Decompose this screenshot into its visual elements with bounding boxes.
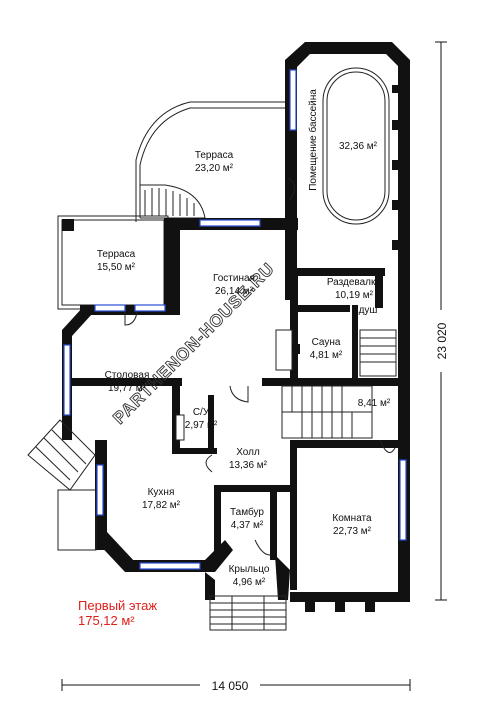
- room-name: Раздевалка: [327, 277, 382, 288]
- terrace-stairs: [144, 188, 195, 216]
- room-name: душ: [359, 305, 378, 316]
- window: [96, 464, 104, 516]
- internal-staircase: [281, 385, 373, 439]
- wall: [62, 306, 92, 336]
- window: [94, 304, 126, 312]
- room-area: 22,73 м²: [333, 526, 372, 537]
- porch-stairs: [209, 595, 287, 631]
- pool-basin-inner: [326, 71, 386, 221]
- wc-fixture: [175, 414, 185, 441]
- left-bay-stairs: [27, 419, 97, 551]
- room-area: 15,50 м²: [97, 262, 136, 273]
- wall: [270, 485, 277, 560]
- wall: [392, 240, 406, 250]
- room-name: Терраса: [195, 150, 234, 161]
- room-area: 4,81 м²: [310, 350, 343, 361]
- room-area: 4,37 м²: [231, 520, 264, 531]
- window: [199, 219, 261, 227]
- room-name: Крыльцо: [229, 564, 270, 575]
- room-area: 4,96 м²: [233, 577, 266, 588]
- room-area: 8,41 м²: [358, 398, 391, 409]
- door: [254, 539, 271, 556]
- height-dimension-value: 23 020: [435, 322, 449, 359]
- width-dimension-value: 14 050: [212, 679, 249, 693]
- pool-basin: [322, 67, 390, 225]
- room-area: 13,36 м²: [229, 460, 268, 471]
- floor-total-area: 175,12 м²: [78, 613, 135, 628]
- wall: [285, 42, 410, 68]
- wall: [62, 378, 182, 386]
- window: [63, 344, 71, 416]
- wall: [290, 305, 350, 312]
- door: [229, 385, 249, 403]
- wall: [305, 600, 315, 612]
- wall: [214, 485, 290, 492]
- wall: [205, 540, 233, 572]
- window: [134, 304, 166, 312]
- svg-text:PARTHENON-HOUSE.RU: PARTHENON-HOUSE.RU: [109, 259, 278, 428]
- floor-title: Первый этаж: [78, 598, 157, 613]
- room-name: Сауна: [312, 337, 341, 348]
- room-area: 23,20 м²: [195, 163, 234, 174]
- terrace-corner-post: [62, 219, 74, 231]
- door: [205, 454, 213, 473]
- wall: [290, 440, 297, 590]
- room-name: Тамбур: [230, 506, 264, 518]
- room-name: Столовая: [105, 370, 150, 381]
- sauna-stove: [292, 344, 300, 354]
- sauna-heater: [275, 329, 293, 371]
- room-name: Кухня: [148, 487, 175, 498]
- room-area: 26,14 м²: [215, 286, 254, 297]
- door: [287, 177, 295, 201]
- wall: [335, 600, 345, 612]
- wall: [392, 160, 406, 170]
- wall: [365, 600, 375, 612]
- room-area: 2,97 м²: [185, 420, 218, 431]
- room-area: 32,36 м²: [339, 141, 378, 152]
- watermark: PARTHENON-HOUSE.RU: [109, 259, 279, 429]
- room-name: Комната: [332, 513, 372, 524]
- wall: [290, 268, 385, 276]
- room-name: Помещение бассейна: [307, 89, 319, 191]
- wall: [208, 395, 214, 453]
- wall: [262, 378, 398, 386]
- wall: [214, 485, 221, 555]
- room-area: 17,82 м²: [142, 500, 181, 511]
- wall: [290, 440, 398, 448]
- wall: [392, 200, 406, 210]
- wall: [172, 448, 217, 454]
- wall: [275, 555, 290, 600]
- room-area: 19,77 м²: [108, 383, 147, 394]
- room-name: С/У: [193, 407, 210, 418]
- window: [289, 69, 297, 131]
- wall: [352, 305, 358, 380]
- wall: [392, 85, 406, 93]
- wall: [290, 592, 410, 602]
- room-name: Холл: [236, 447, 260, 458]
- width-dimension: 14 050: [61, 676, 411, 693]
- window: [399, 459, 407, 541]
- terrace-top-rail: [135, 101, 285, 222]
- wall: [205, 572, 215, 600]
- shower-stairs: [359, 329, 397, 377]
- room-name: Терраса: [97, 249, 136, 260]
- room-area: 10,19 м²: [335, 290, 374, 301]
- height-dimension: 23 020: [432, 41, 450, 601]
- door: [124, 311, 138, 326]
- wall: [80, 305, 180, 315]
- wall: [290, 268, 298, 378]
- wall: [375, 270, 383, 308]
- room-name: Гостиная: [213, 273, 255, 284]
- wall: [164, 218, 180, 308]
- terrace-top-outline: [139, 107, 285, 219]
- door: [379, 439, 396, 453]
- wall: [392, 120, 406, 130]
- window: [139, 562, 201, 570]
